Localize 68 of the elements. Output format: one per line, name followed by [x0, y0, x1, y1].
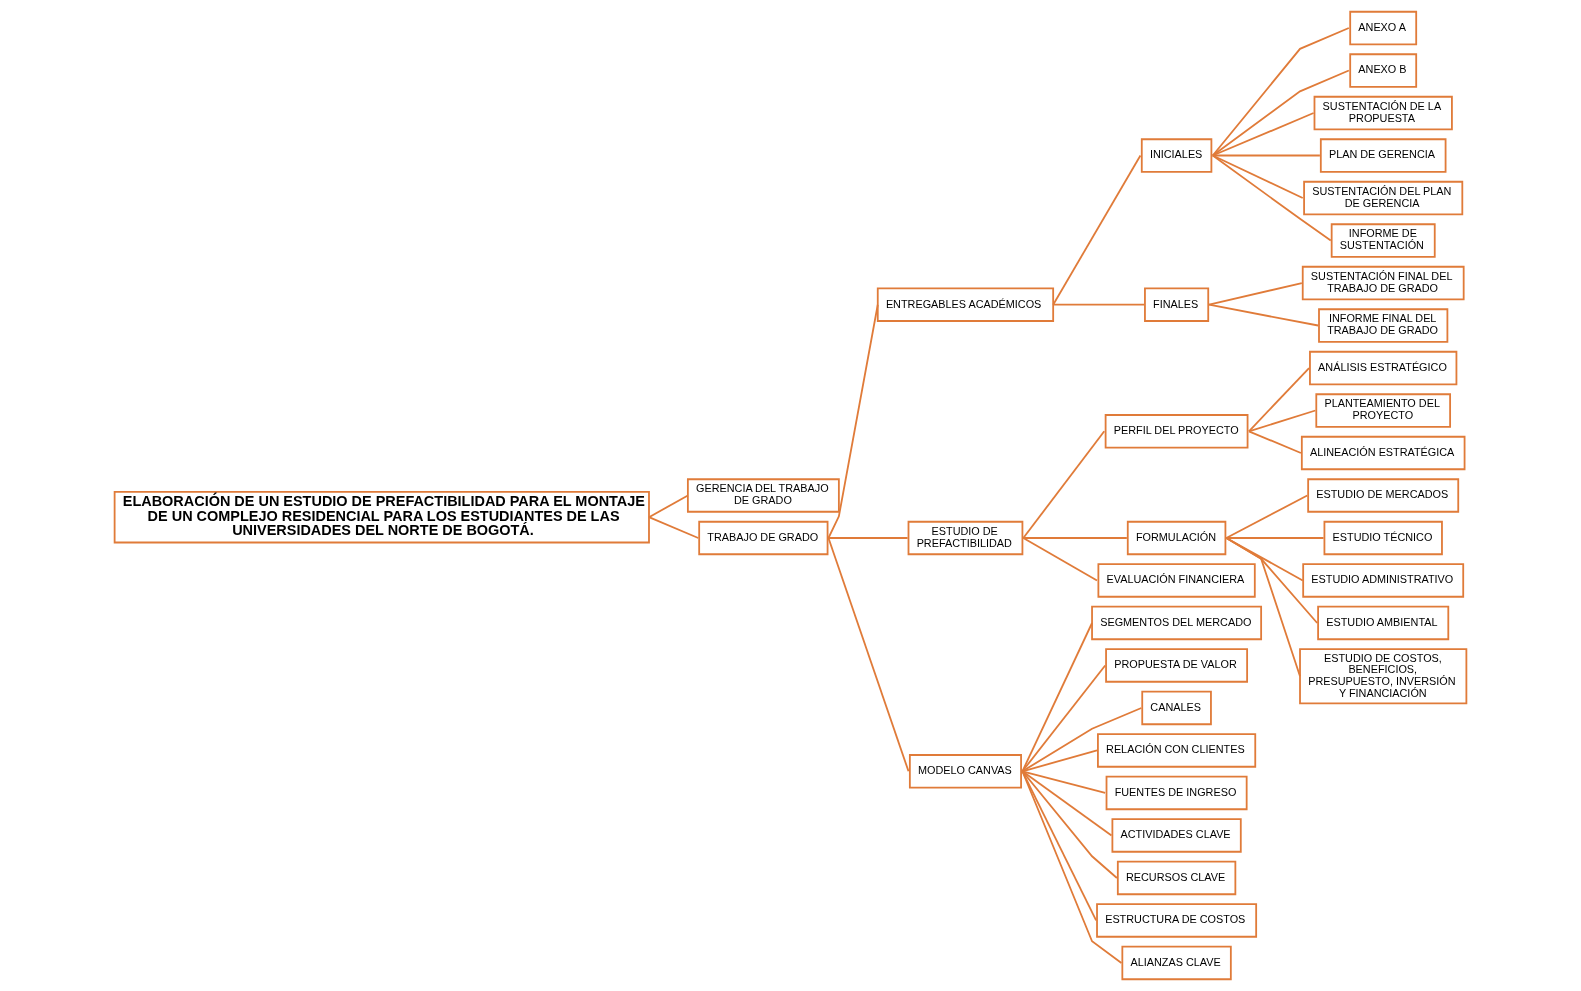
- connector: [1225, 494, 1309, 539]
- connector: [827, 303, 879, 539]
- node-box: ANÁLISIS ESTRATÉGICO: [1309, 350, 1458, 386]
- connector: [1211, 154, 1304, 199]
- node-box: PERFIL DEL PROYECTO: [1104, 414, 1249, 449]
- connector: [1248, 367, 1310, 433]
- connector: [1208, 282, 1303, 306]
- connector: [1211, 27, 1350, 157]
- node-box: INFORME DE SUSTENTACIÓN: [1330, 223, 1436, 258]
- connector: [648, 516, 700, 539]
- node-box: ESTUDIO ADMINISTRATIVO: [1302, 563, 1465, 598]
- connector: [1225, 537, 1325, 539]
- node-box: INFORME FINAL DEL TRABAJO DE GRADO: [1318, 308, 1449, 343]
- node-box: ESTUDIO AMBIENTAL: [1317, 605, 1450, 641]
- node-box: SUSTENTACIÓN DEL PLAN DE GERENCIA: [1303, 180, 1464, 216]
- connector: [1021, 664, 1107, 773]
- connector: [1211, 154, 1332, 242]
- node-box: ENTREGABLES ACADÉMICOS: [876, 287, 1055, 322]
- connector: [648, 494, 689, 519]
- node-box: EVALUACIÓN FINANCIERA: [1097, 563, 1256, 598]
- connector: [1021, 770, 1107, 794]
- node-box: PLANTEAMIENTO DEL PROYECTO: [1315, 393, 1451, 428]
- node-box: SUSTENTACIÓN DE LA PROPUESTA: [1313, 95, 1453, 131]
- node-box: ANEXO A: [1349, 10, 1418, 46]
- connector: [1021, 749, 1098, 773]
- node-box: MODELO CANVAS: [908, 754, 1022, 789]
- connector: [1021, 770, 1098, 922]
- connector: [1248, 430, 1302, 454]
- node-box: RECURSOS CLAVE: [1116, 860, 1237, 896]
- connector: [1211, 112, 1315, 157]
- connector: [1022, 430, 1106, 539]
- connector: [1052, 154, 1142, 306]
- node-box: FUENTES DE INGRESO: [1105, 775, 1248, 811]
- connector: [1052, 303, 1145, 306]
- connector: [1021, 707, 1143, 773]
- node-box: CANALES: [1141, 690, 1212, 726]
- connector: [1208, 303, 1319, 327]
- connector: [827, 537, 910, 773]
- connector: [827, 537, 909, 539]
- node-box: SEGMENTOS DEL MERCADO: [1091, 605, 1263, 641]
- node-box: ESTUDIO DE MERCADOS: [1307, 478, 1460, 513]
- node-box: ALINEACIÓN ESTRATÉGICA: [1300, 435, 1466, 471]
- connector: [1021, 770, 1113, 837]
- connector: [1021, 622, 1093, 773]
- node-box: ANEXO B: [1349, 53, 1418, 88]
- node-box: ESTUDIO DE PREFACTIBILIDAD: [907, 520, 1024, 556]
- connector: [1248, 409, 1317, 433]
- node-box: ACTIVIDADES CLAVE: [1111, 818, 1242, 853]
- connector: [1225, 537, 1301, 678]
- connector: [1021, 770, 1118, 879]
- node-box: PROPUESTA DE VALOR: [1105, 648, 1249, 683]
- node-box: ESTUDIO DE COSTOS, BENEFICIOS, PRESUPUESTO, INVERSIÓN Y FINANCIACIÓN: [1299, 648, 1468, 705]
- node-box: ESTUDIO TÉCNICO: [1323, 520, 1443, 556]
- node-box: ESTRUCTURA DE COSTOS: [1096, 903, 1258, 938]
- node-box: GERENCIA DEL TRABAJO DE GRADO: [686, 478, 840, 513]
- node-box: FINALES: [1144, 287, 1210, 322]
- node-box: TRABAJO DE GRADO: [698, 520, 829, 556]
- connector: [1021, 770, 1123, 964]
- node-box: FORMULACIÓN: [1126, 520, 1227, 556]
- connector: [1022, 537, 1128, 539]
- node-box: ELABORACIÓN DE UN ESTUDIO DE PREFACTIBILIDAD PARA EL MONTAJE DE UN COMPLEJO RESIDENCIAL PARA LOS ESTUDIANTES DE LAS UNIVERSIDADES DEL NORTE DE BOGOTÁ.: [113, 490, 650, 544]
- node-box: PLAN DE GERENCIA: [1319, 138, 1447, 173]
- node-box: INICIALES: [1140, 138, 1213, 173]
- connector: [1211, 69, 1350, 157]
- node-box: SUSTENTACIÓN FINAL DEL TRABAJO DE GRADO: [1301, 265, 1465, 301]
- node-box: ALIANZAS CLAVE: [1121, 945, 1232, 981]
- node-box: RELACIÓN CON CLIENTES: [1097, 733, 1257, 768]
- connector: [1022, 537, 1098, 582]
